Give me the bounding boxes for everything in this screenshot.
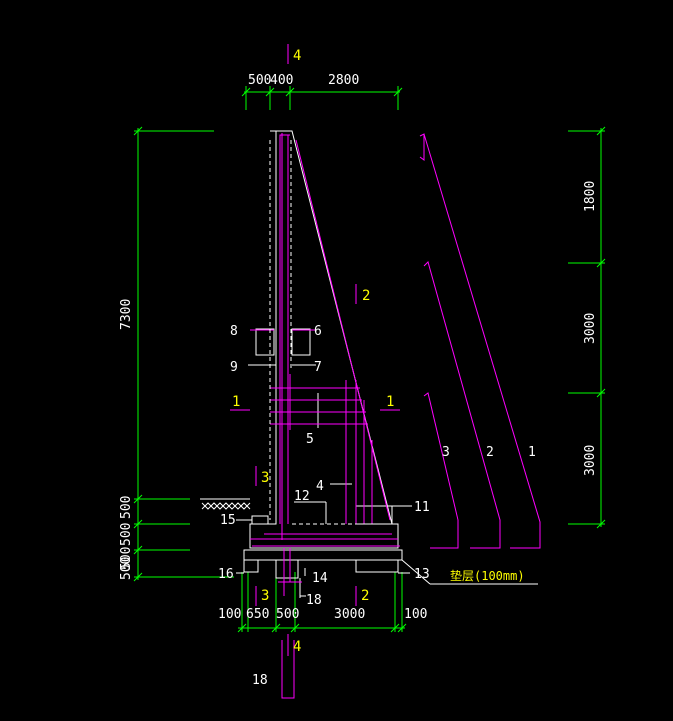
dim-bottom-100-b: 100 [404,607,427,622]
section-mark-1-left: 1 [232,394,240,410]
dim-bottom-650: 650 [246,607,269,622]
rebar-label-4: 4 [316,479,324,494]
rebar-label-11: 11 [414,500,430,515]
section-mark-2-lower: 2 [361,588,369,604]
dim-left-500-3: 500 [119,547,134,570]
section-mark-labels: 4 2 1 1 3 3 2 4 垫层(100mm) [232,48,525,655]
dim-left-7300: 7300 [119,299,134,330]
rebar-label-13: 13 [414,567,430,582]
dimension-lines [133,86,606,633]
dim-right-1800: 1800 [583,181,598,212]
hidden-lines [269,140,390,525]
dim-top-400: 400 [270,73,293,88]
wall-outline [200,130,538,598]
dim-top-2800: 2800 [328,73,359,88]
dim-right-3000-a: 3000 [583,313,598,344]
rebar-label-18-bottom: 18 [252,673,268,688]
rebar-label-9: 9 [230,360,238,375]
section-mark-3-lower: 3 [261,588,269,604]
dim-top-500: 500 [248,73,271,88]
rebar-label-18-top: 18 [306,593,322,608]
section-mark-4-bottom: 4 [293,639,301,655]
rebar-label-14: 14 [312,571,328,586]
dim-left-500-4: 500 [119,557,134,580]
dim-right-3000-b: 3000 [583,445,598,476]
rebar-label-12: 12 [294,489,310,504]
dim-left-500-2: 500 [119,523,134,546]
rebar-label-8: 8 [230,324,238,339]
section-mark-1-right: 1 [386,394,394,410]
rebar-label-16: 16 [218,567,234,582]
rebar-label-6: 6 [314,324,322,339]
rebar-detail-label-1: 1 [528,445,536,460]
rebar-label-15: 15 [220,513,236,528]
dim-left-500-1: 500 [119,496,134,519]
rebar-detail-label-3: 3 [442,445,450,460]
section-mark-3-upper: 3 [261,470,269,486]
dim-bottom-500: 500 [276,607,299,622]
cushion-note: 垫层(100mm) [450,568,525,583]
dim-bottom-3000: 3000 [334,607,365,622]
rebar-label-7: 7 [314,360,322,375]
rebar-detail-label-2: 2 [486,445,494,460]
section-mark-2-upper: 2 [362,288,370,304]
rebar-lines [230,44,541,699]
dim-bottom-100-a: 100 [218,607,241,622]
rebar-label-5: 5 [306,432,314,447]
dimension-labels: 500 400 2800 7300 500 500 500 500 1800 3… [119,73,598,688]
section-mark-4-top: 4 [293,48,301,64]
